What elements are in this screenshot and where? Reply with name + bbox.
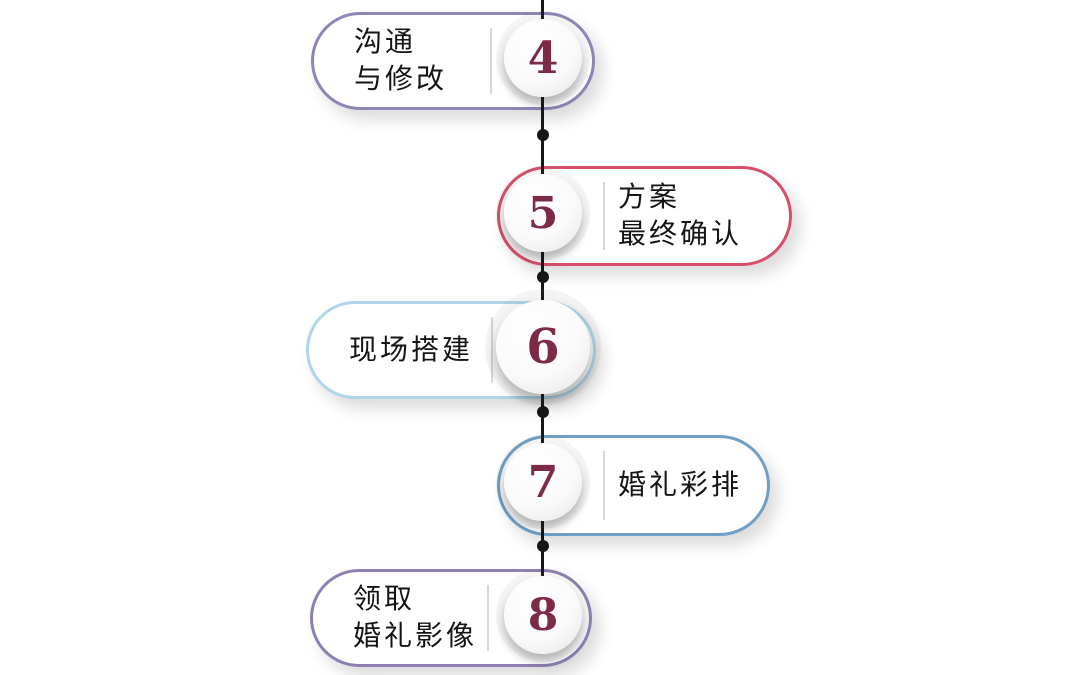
step-8-label: 领取 婚礼影像	[353, 582, 478, 652]
timeline-dot	[537, 271, 549, 283]
step-4-label: 沟通 与修改	[354, 25, 448, 95]
step-7-number-badge: 7	[504, 443, 582, 521]
step-7-label: 婚礼彩排	[618, 468, 743, 502]
step-4-number-badge: 4	[504, 19, 582, 97]
timeline-dot	[537, 406, 549, 418]
step-5-number-badge: 5	[504, 174, 582, 252]
step-8-number: 8	[527, 589, 559, 641]
step-8-divider	[487, 585, 489, 651]
step-5-number: 5	[527, 187, 559, 239]
step-6-number: 6	[526, 319, 560, 375]
timeline-dot	[537, 540, 549, 552]
step-6-divider	[491, 317, 493, 383]
step-7-divider	[603, 451, 605, 520]
step-5-label: 方案 最终确认	[618, 180, 743, 250]
step-6-number-badge: 6	[496, 300, 590, 394]
step-7-number: 7	[527, 456, 559, 508]
step-8-number-badge: 8	[504, 576, 582, 654]
timeline-dot	[537, 129, 549, 141]
step-4-divider	[490, 28, 492, 94]
step-6-label: 现场搭建	[349, 332, 474, 366]
step-5-divider	[603, 182, 605, 250]
step-4-number: 4	[527, 32, 559, 84]
